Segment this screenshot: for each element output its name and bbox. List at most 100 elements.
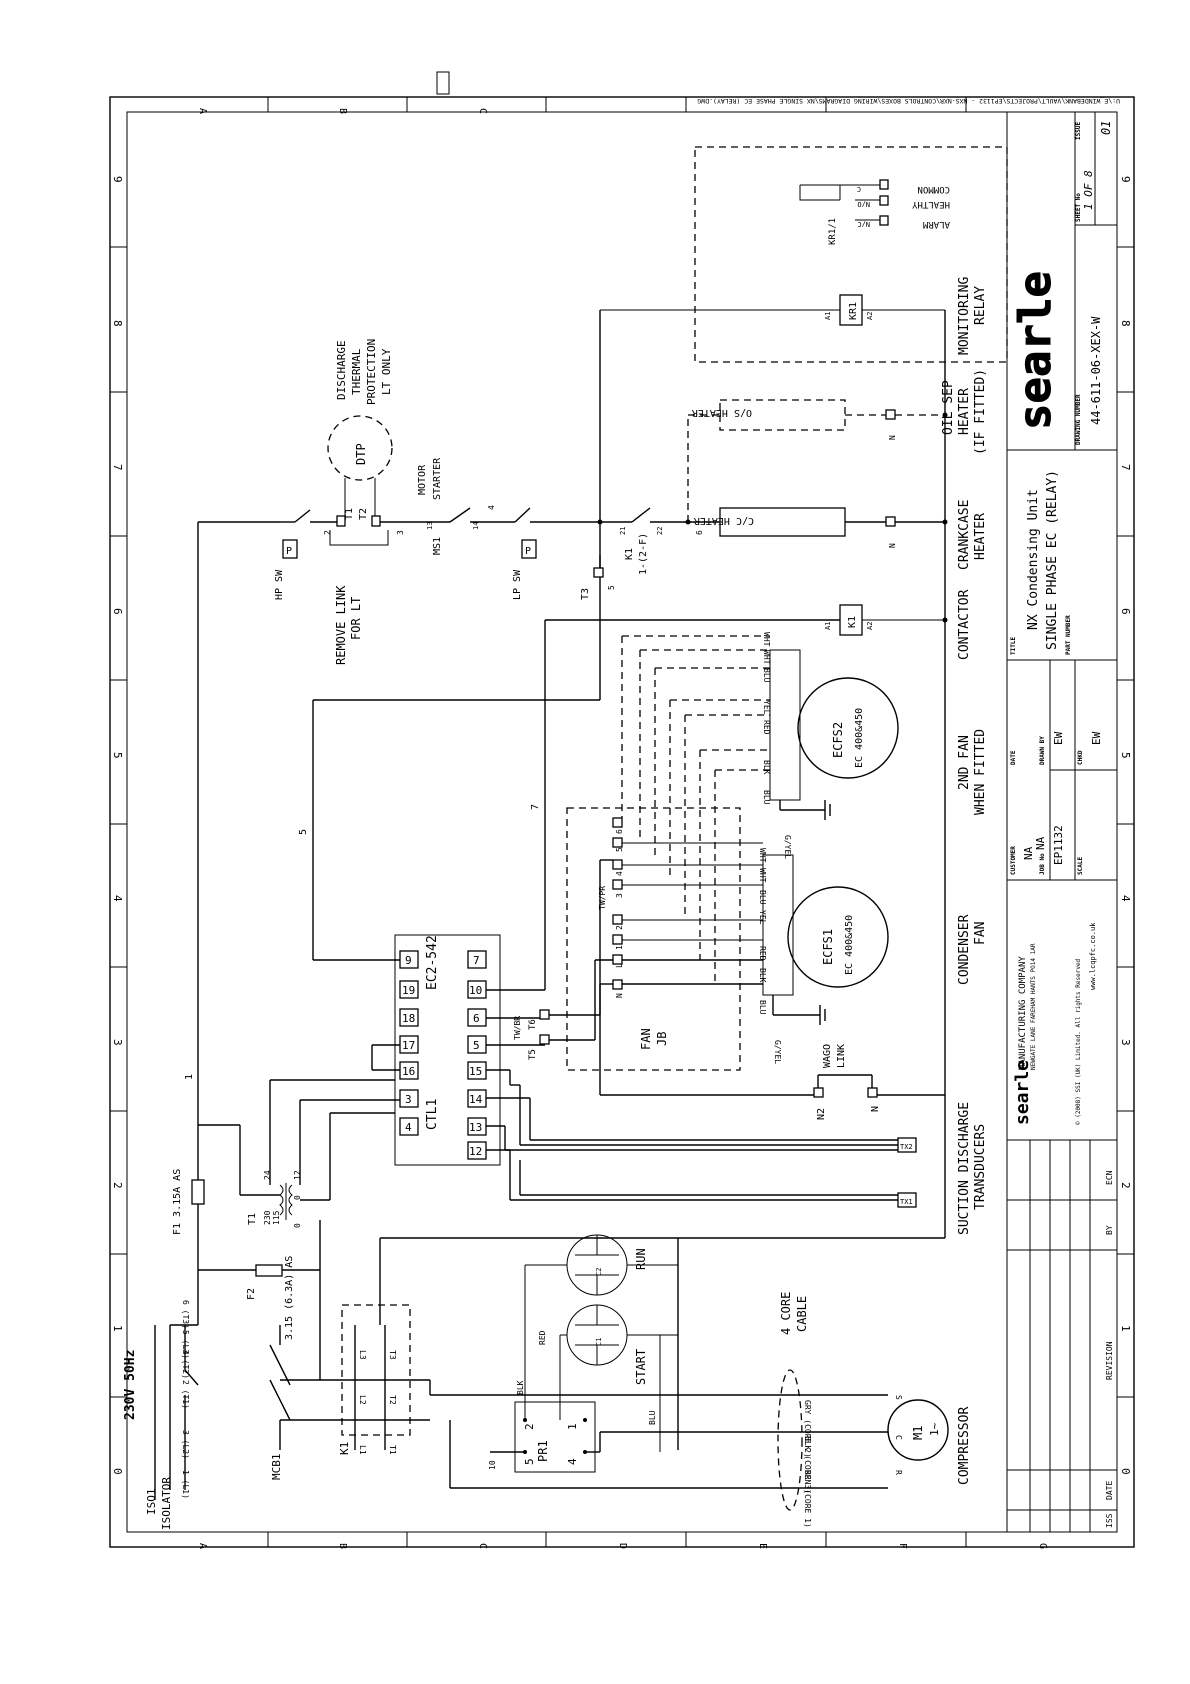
- svg-text:14: 14: [472, 522, 480, 530]
- fan-jb-terminals: N L 1 2 3 4 5 6: [612, 817, 624, 998]
- svg-text:R: R: [894, 1470, 903, 1475]
- svg-text:T3: T3: [580, 588, 591, 600]
- svg-text:A2: A2: [866, 312, 874, 320]
- svg-text:MANUFACTURING COMPANY: MANUFACTURING COMPANY: [1018, 956, 1028, 1070]
- col-numbers-right: 9 8 7 6 5 4 3 2 1 0: [1119, 176, 1132, 1475]
- svg-text:N2: N2: [816, 1108, 827, 1120]
- company-logo-small: searle: [1012, 1060, 1033, 1125]
- svg-text:SCALE: SCALE: [1077, 857, 1084, 875]
- controller-box: [394, 934, 501, 1166]
- iso-term-5: 5 (L3): [181, 1330, 190, 1359]
- title-line-2: SINGLE PHASE EC (RELAY): [1045, 470, 1060, 650]
- run-label: RUN: [634, 1248, 648, 1270]
- svg-text:L: L: [615, 963, 624, 968]
- svg-text:BLK: BLK: [762, 760, 771, 775]
- svg-text:© (2008) SSI (UK) Limited. All: © (2008) SSI (UK) Limited. All rights Re…: [1075, 958, 1082, 1125]
- oil-sep-3: (IF FITTED): [973, 369, 988, 455]
- controller-terminals-right: 7 10 6 5 15 14 13 12: [467, 950, 487, 1160]
- svg-text:0: 0: [111, 1468, 124, 1475]
- svg-text:S: S: [894, 1395, 903, 1400]
- row-g-bottom: G: [1037, 1543, 1048, 1549]
- fuse-f1: [191, 1179, 205, 1205]
- svg-text:WHT: WHT: [762, 632, 771, 647]
- row-c-bottom: C: [477, 1543, 488, 1549]
- motor-starter-1: MOTOR: [417, 464, 428, 495]
- company-logo: searle: [1010, 271, 1061, 430]
- svg-text:DTP: DTP: [354, 443, 368, 465]
- svg-text:2: 2: [523, 1423, 536, 1430]
- monitoring-relay: MONITORING RELAY KR1/1 C N/O N/C COMMON …: [694, 146, 1008, 363]
- svg-text:BLU: BLU: [758, 890, 767, 905]
- compressor-label: COMPRESSOR: [957, 1407, 972, 1485]
- svg-text:7: 7: [473, 954, 480, 967]
- svg-text:10: 10: [469, 984, 482, 997]
- pr1-relay: [514, 1401, 596, 1473]
- svg-text:ECN: ECN: [1105, 1170, 1114, 1185]
- svg-text:KR1: KR1: [848, 302, 859, 320]
- svg-text:P: P: [525, 546, 531, 557]
- condenser-fan-ecfs1: ECFS1 EC 400&450 BLU BLK RED YEL BLU WHT…: [622, 842, 988, 1064]
- svg-text:4: 4: [615, 871, 624, 876]
- hp-sw-label: HP SW: [274, 569, 285, 600]
- svg-text:C/C HEATER: C/C HEATER: [693, 515, 754, 526]
- remove-link-1: REMOVE LINK: [334, 585, 348, 665]
- svg-text:EC 400&450: EC 400&450: [854, 708, 865, 768]
- fuse-f1-label: F1 3.15A AS: [172, 1169, 183, 1235]
- ecfs2-motor: [797, 677, 899, 779]
- svg-text:9: 9: [1119, 176, 1132, 183]
- svg-text:1: 1: [615, 945, 624, 950]
- compressor-motor: [887, 1399, 949, 1461]
- row-b-top: B: [337, 108, 348, 114]
- supply-voltage: 230V 50Hz: [123, 1350, 138, 1420]
- svg-text:PROTECTION: PROTECTION: [365, 339, 378, 405]
- svg-text:YEL: YEL: [758, 910, 767, 925]
- svg-text:EW: EW: [1052, 731, 1065, 745]
- svg-text:THERMAL: THERMAL: [350, 348, 363, 395]
- svg-text:YEL: YEL: [762, 700, 771, 715]
- start-label: START: [634, 1349, 648, 1385]
- svg-text:1: 1: [1119, 1325, 1132, 1332]
- svg-text:SHEET No: SHEET No: [1075, 193, 1082, 222]
- svg-text:5: 5: [607, 585, 616, 590]
- svg-text:TX1: TX1: [900, 1198, 913, 1206]
- iso-term-6: 6 (T3): [181, 1300, 190, 1329]
- svg-text:4: 4: [405, 1121, 412, 1134]
- svg-text:JOB No: JOB No: [1039, 853, 1046, 875]
- svg-text:14: 14: [469, 1093, 483, 1106]
- svg-text:DATE: DATE: [1105, 1481, 1114, 1500]
- svg-text:N: N: [888, 543, 897, 548]
- svg-text:6: 6: [615, 829, 624, 834]
- kr1-coil: [839, 294, 863, 326]
- row-a-top: A: [197, 108, 208, 114]
- svg-text:0: 0: [293, 1195, 302, 1200]
- fuses-transformer: F1 3.15A AS F2 3.15 (6.3A) AS T1 230 115…: [172, 1079, 395, 1380]
- dtp-sensor: [327, 415, 393, 481]
- iso-term-3: 3 (L2): [181, 1430, 190, 1459]
- svg-text:3: 3: [1119, 1039, 1132, 1046]
- ecfs1-label-1: CONDENSER: [957, 914, 972, 985]
- svg-text:3: 3: [615, 893, 624, 898]
- transformer-t1: T1 230 115 24 12 0 0: [247, 1170, 302, 1228]
- iso-term-2: 2 (T1): [181, 1380, 190, 1409]
- power-bus: [197, 310, 946, 1450]
- svg-text:C: C: [894, 1435, 903, 1440]
- svg-text:BLU: BLU: [762, 790, 771, 805]
- svg-text:COMMON: COMMON: [917, 184, 950, 194]
- svg-text:BLU: BLU: [758, 1000, 767, 1015]
- svg-text:RED: RED: [538, 1330, 547, 1345]
- svg-text:18: 18: [402, 1012, 415, 1025]
- row-c-top: C: [477, 108, 488, 114]
- svg-text:WHT: WHT: [758, 868, 767, 883]
- svg-text:2: 2: [111, 1182, 124, 1189]
- ecfs1-motor: [787, 886, 889, 988]
- svg-text:RED: RED: [758, 946, 767, 961]
- row-a-bottom: A: [197, 1543, 208, 1549]
- svg-text:3: 3: [405, 1093, 412, 1106]
- svg-text:4: 4: [111, 895, 124, 902]
- svg-text:12: 12: [469, 1145, 482, 1158]
- lp-sw-label: LP SW: [512, 569, 523, 600]
- transducers-label-1: SUCTION DISCHARGE: [957, 1102, 972, 1235]
- row-b-bottom: B: [337, 1543, 348, 1549]
- svg-text:2: 2: [323, 530, 332, 535]
- svg-text:6: 6: [473, 1012, 480, 1025]
